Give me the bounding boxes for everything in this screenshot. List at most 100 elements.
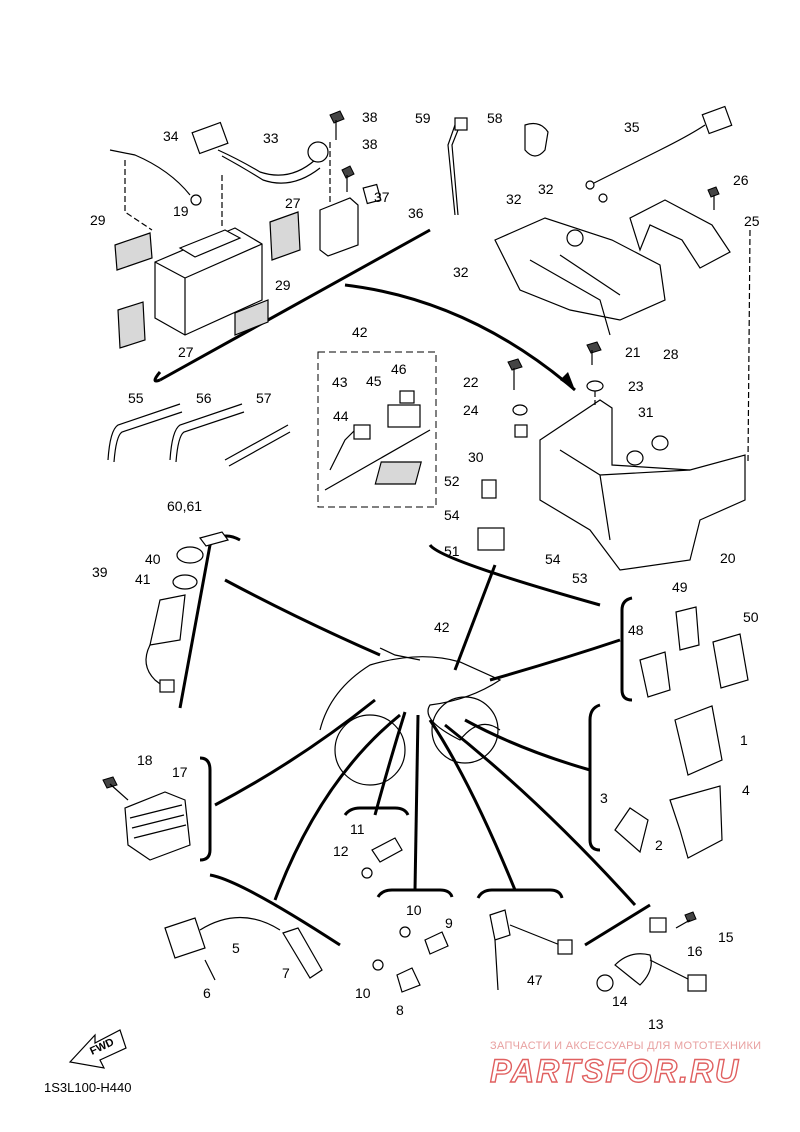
callout-label: 18 — [137, 752, 153, 768]
callout-label: 46 — [391, 361, 407, 377]
bracket-3 — [614, 807, 649, 854]
starter-relay — [319, 197, 359, 257]
sub-harness-box — [317, 351, 437, 508]
switch-9 — [424, 931, 449, 955]
main-switch-body — [149, 594, 186, 646]
fwd-arrow: FWD — [68, 1029, 127, 1069]
callout-label: 29 — [275, 277, 291, 293]
plus-lead — [217, 149, 316, 176]
callout-label: 29 — [90, 212, 106, 228]
minus-lead — [109, 149, 191, 196]
battery-pad-29-left — [114, 232, 153, 271]
rectifier-regulator — [124, 791, 191, 861]
cable-tie-57 — [224, 424, 291, 467]
switch-8 — [396, 967, 421, 993]
callout-label: 44 — [333, 408, 349, 424]
callout-label: 45 — [366, 373, 382, 389]
callout-label: 14 — [612, 993, 628, 1009]
callout-label: 27 — [285, 195, 301, 211]
callout-label: 16 — [687, 943, 703, 959]
callout-label: 54 — [545, 551, 561, 567]
relay-49 — [675, 606, 700, 651]
battery-pad-29-right — [234, 299, 269, 336]
callout-label: 35 — [624, 119, 640, 135]
bracket-25 — [629, 199, 731, 269]
sensor-13 — [614, 953, 652, 986]
tray-20 — [374, 229, 751, 607]
callout-label: 9 — [445, 915, 453, 931]
callout-label: 5 — [232, 940, 240, 956]
callout-label: 3 — [600, 790, 608, 806]
callout-label: 50 — [743, 609, 759, 625]
watermark-logo: PARTSFOR.RU — [490, 1053, 740, 1089]
pad-30 — [374, 461, 422, 485]
callout-label: 54 — [444, 507, 460, 523]
battery-pad-27-top — [269, 211, 301, 261]
callout-label: 51 — [444, 543, 460, 559]
battery — [154, 227, 263, 336]
callout-label: 32 — [538, 181, 554, 197]
callout-label: 23 — [628, 378, 644, 394]
callout-label: 12 — [333, 843, 349, 859]
callout-label: 42 — [434, 619, 450, 635]
relay-48 — [639, 651, 671, 698]
callout-label: 10 — [355, 985, 371, 1001]
callout-label: 42 — [352, 324, 368, 340]
callout-label: 19 — [173, 203, 189, 219]
watermark-tagline: ЗАПЧАСТИ И АКСЕССУАРЫ ДЛЯ МОТОТЕХНИКИ — [490, 1040, 761, 1052]
callout-label: 6 — [203, 985, 211, 1001]
callout-label: 17 — [172, 764, 188, 780]
callout-label: 58 — [487, 110, 503, 126]
main-switch-group — [145, 531, 241, 709]
ecu-1 — [674, 705, 723, 776]
relay-50 — [712, 633, 749, 689]
callout-label: 47 — [527, 972, 543, 988]
callout-label: 10 — [406, 902, 422, 918]
ignition-coil — [164, 917, 206, 959]
callout-label: 49 — [672, 579, 688, 595]
callout-label: 24 — [463, 402, 479, 418]
callout-label: 52 — [444, 473, 460, 489]
ecu-bracket-4 — [669, 785, 723, 859]
callout-label: 59 — [415, 110, 431, 126]
callout-label: 60,61 — [167, 498, 202, 514]
sensor-47 — [489, 909, 511, 941]
cable-ties — [107, 403, 291, 467]
callout-label: 43 — [332, 374, 348, 390]
callout-label: 39 — [92, 564, 108, 580]
callout-label: 25 — [744, 213, 760, 229]
callout-label: 22 — [463, 374, 479, 390]
battery-group-bracket — [159, 228, 431, 382]
callout-label: 38 — [362, 136, 378, 152]
leader-lines — [214, 564, 637, 907]
callout-label: 28 — [663, 346, 679, 362]
battery-group — [109, 110, 431, 383]
harness-35 — [589, 124, 706, 186]
callout-label: 56 — [196, 390, 212, 406]
callout-label: 15 — [718, 929, 734, 945]
plug-cap — [282, 927, 323, 979]
callout-label: 32 — [453, 264, 469, 280]
callout-label: 53 — [572, 570, 588, 586]
callout-label: 26 — [733, 172, 749, 188]
callout-label: 48 — [628, 622, 644, 638]
callout-label: 37 — [374, 189, 390, 205]
callout-label: 21 — [625, 344, 641, 360]
clamp-58 — [524, 122, 549, 157]
callout-label: 8 — [396, 1002, 404, 1018]
callout-label: 20 — [720, 550, 736, 566]
callout-labels: 1 2 3 4 5 6 7 8 9 10 10 11 12 13 14 15 1… — [90, 109, 760, 1032]
callout-label: 33 — [263, 130, 279, 146]
motorcycle-silhouette — [319, 647, 502, 786]
callout-label: 41 — [135, 571, 151, 587]
callout-label: 27 — [178, 344, 194, 360]
battery-pad-27-bottom — [117, 301, 146, 349]
callout-label: 34 — [163, 128, 179, 144]
callout-label: 1 — [740, 732, 748, 748]
callout-label: 2 — [655, 837, 663, 853]
callout-label: 36 — [408, 205, 424, 221]
sensor-11 — [371, 837, 403, 863]
callout-label: 30 — [468, 449, 484, 465]
